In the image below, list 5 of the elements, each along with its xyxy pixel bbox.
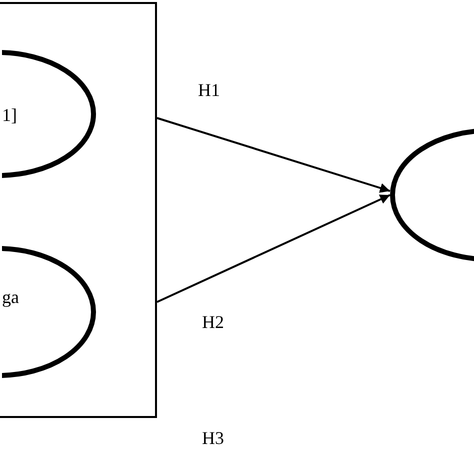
arrow (156, 194, 390, 303)
construct-label: ga (2, 287, 19, 307)
arrow (156, 117, 390, 193)
group-box (0, 2, 157, 418)
construct-label: 1] (2, 105, 17, 125)
